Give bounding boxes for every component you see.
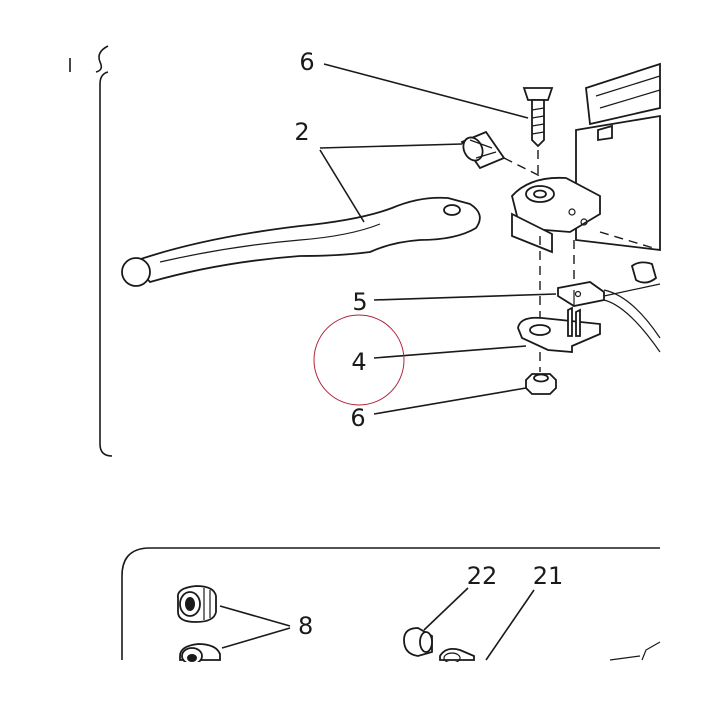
leader-lever — [319, 149, 365, 223]
callout-bracket: 4 — [351, 348, 366, 376]
callout-part-21: 21 — [533, 562, 564, 590]
rubber-boot-upper — [176, 585, 217, 623]
leader-lever-bushing — [319, 143, 463, 149]
lower-panel — [121, 547, 660, 660]
part-22-cap — [403, 627, 433, 657]
right-crop — [662, 0, 720, 720]
bottom-crop — [0, 662, 720, 720]
rubber-boot-lower — [179, 643, 221, 665]
group-bracket — [69, 45, 113, 457]
leader-boot-upper — [219, 605, 291, 627]
leader-boot-lower — [221, 627, 291, 649]
brake-lever — [121, 196, 481, 287]
brake-switch — [557, 240, 661, 353]
highlight-circle — [313, 314, 405, 406]
leader-switch — [373, 293, 557, 301]
lower-nut — [525, 373, 557, 395]
part-21-fitting — [439, 647, 475, 664]
callout-part-22: 22 — [467, 562, 498, 590]
master-cylinder — [511, 62, 661, 284]
pivot-bushing — [460, 130, 541, 177]
callout-switch: 5 — [352, 288, 367, 316]
leader-upper-bolt — [323, 63, 529, 119]
callout-nut: 6 — [350, 404, 365, 432]
partial-part-lower-right — [609, 641, 661, 661]
switch-bracket — [517, 236, 601, 372]
leader-nut — [373, 387, 527, 415]
callout-boot: 8 — [298, 612, 313, 640]
leader-part-22 — [423, 587, 469, 631]
pivot-bolt — [522, 87, 554, 188]
leader-bracket — [373, 345, 527, 359]
leader-part-21 — [485, 589, 535, 661]
callout-lever: 2 — [294, 118, 309, 146]
callout-upper-bolt: 6 — [299, 48, 314, 76]
